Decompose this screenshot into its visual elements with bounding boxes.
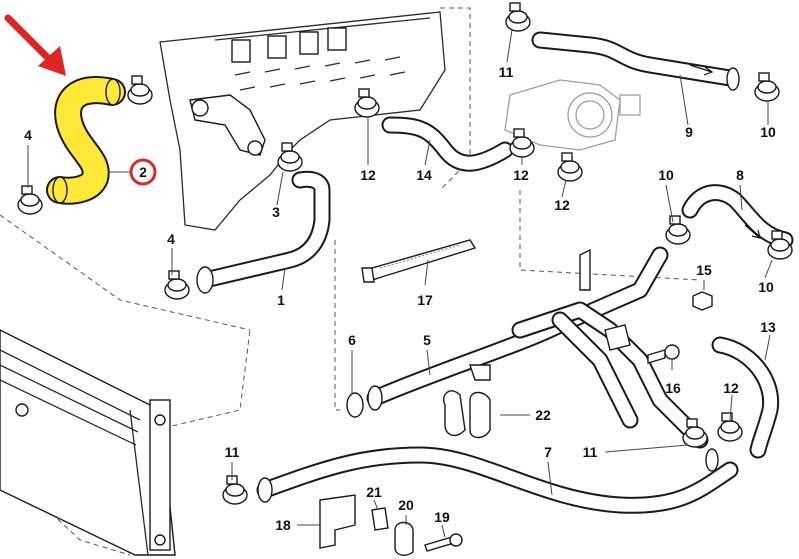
clamp-3 [277,142,303,172]
label-part-11-lower: 11 [225,444,240,460]
label-part-6: 6 [348,332,356,348]
label-part-10-top: 10 [760,124,776,140]
part-1-hose[interactable] [196,170,331,294]
label-part-21: 21 [366,484,382,500]
part-8-hose[interactable] [681,184,794,249]
label-part-7: 7 [544,444,552,460]
label-part-4-upper: 4 [24,127,32,143]
label-part-16: 16 [665,380,681,396]
cam-cover-ribs [234,56,406,91]
label-part-19: 19 [434,509,450,525]
part-16-bolt[interactable] [647,344,680,364]
clamp-10-right [767,230,793,260]
clamp-12-a [354,88,380,118]
part-17-cable-tie[interactable] [361,239,477,283]
part-15-nut[interactable] [692,291,713,311]
label-part-22: 22 [535,407,551,423]
clamp-4-lower [164,270,190,300]
part-18-bracket[interactable] [319,494,356,549]
clamp-10-top [754,72,780,102]
spark-plug-towers [231,27,347,63]
label-part-4-lower: 4 [167,231,175,247]
label-part-17: 17 [417,292,433,308]
label-part-1: 1 [277,292,285,308]
label-part-10-right: 10 [758,279,774,295]
part-19-screw[interactable] [424,533,463,552]
label-part-10-mid: 10 [658,167,674,183]
part-5-pipe[interactable] [366,246,709,449]
label-part-18: 18 [275,517,291,533]
clamp-11-mid [682,418,708,448]
label-part-9: 9 [685,124,693,140]
clamp-4-upper [17,185,43,215]
clamp-11-lower [222,475,248,505]
label-part-8: 8 [736,167,744,183]
part-14-hose[interactable] [381,116,514,172]
clamp-upper-hose-top [127,75,153,105]
part-labels: 4 2 3 4 1 11 9 10 12 14 12 12 10 8 15 10… [24,64,776,533]
label-part-14: 14 [416,167,432,183]
clamp-11-top [505,2,531,32]
label-part-2: 2 [139,164,147,180]
label-part-12-b: 12 [513,167,529,183]
label-part-12-c: 12 [554,197,570,213]
part-9-hose[interactable] [531,31,740,91]
label-part-3: 3 [272,204,280,220]
part-20-grommet[interactable] [394,521,414,556]
label-part-15: 15 [696,262,712,278]
engine-block [159,11,446,231]
label-part-11-top: 11 [499,64,514,80]
hose-clamps [17,2,793,505]
label-part-13: 13 [760,319,776,335]
label-part-12-d: 12 [723,380,739,396]
part-2-hose-highlighted[interactable] [46,76,126,205]
part-6-seal-ring[interactable] [346,392,364,418]
clamp-12-c [557,152,583,182]
clamp-10-mid [665,215,691,245]
part-22-clip[interactable] [443,390,491,439]
thermostat-housing [189,94,266,156]
highlight-circle [129,158,157,186]
highlight-arrow [4,14,66,76]
part-21-clip[interactable] [371,507,389,531]
label-part-5: 5 [423,332,431,348]
radiator [0,329,176,556]
part-7-hose[interactable] [256,446,739,514]
label-part-12-a: 12 [360,167,376,183]
part-13-hose[interactable] [711,336,780,459]
clamp-12-b [509,128,535,158]
label-part-20: 20 [398,497,414,513]
leader-lines [27,29,773,538]
label-part-11-mid: 11 [583,444,598,460]
clamp-12-d [717,412,743,442]
